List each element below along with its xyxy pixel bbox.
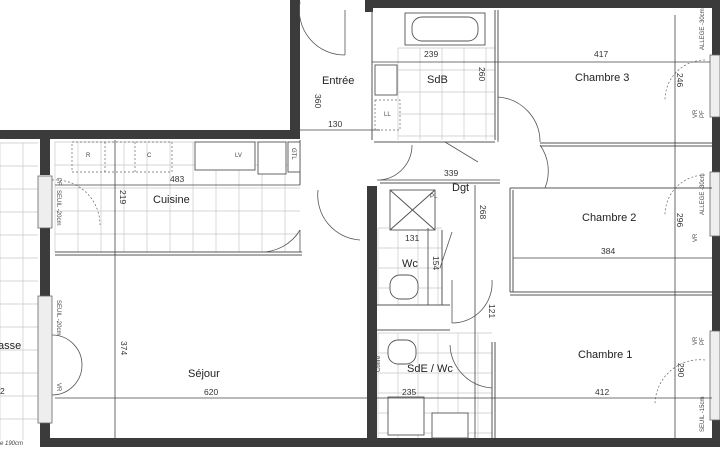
terrasse-note: e 190cm (0, 441, 23, 447)
pf-label-ch3: PF (700, 110, 706, 118)
doors[interactable] (51, 1, 706, 406)
fridge-label: R (86, 153, 91, 159)
cooker-label: C (147, 153, 152, 159)
fixtures (71, 12, 486, 439)
allege-label-ch3: ALLEGE -30cm (700, 8, 706, 50)
dim-entree-length: 360 (313, 94, 323, 108)
dim-chambre2-width: 384 (601, 246, 615, 256)
dim-cuisine-width: 483 (170, 174, 184, 184)
windows (37, 54, 720, 424)
dimension-lines (55, 15, 712, 440)
room-sdb: SdB (427, 74, 448, 86)
dim-chambre2-length: 296 (675, 213, 685, 227)
room-cuisine: Cuisine (153, 194, 190, 206)
dim-sde-width: 235 (402, 387, 416, 397)
room-dgt: Dgt (452, 182, 469, 194)
room-sejour: Séjour (188, 368, 220, 380)
room-wc: Wc (402, 258, 418, 270)
bathroom-tiles (377, 47, 495, 438)
kitchen-tiles (54, 141, 300, 252)
terrasse-value: 2 (0, 386, 5, 396)
allege-label-ch2: ALLEGE -30cm (700, 173, 706, 215)
shower (387, 396, 425, 436)
sde-basin (431, 412, 469, 439)
dim-chambre3-width: 417 (594, 49, 608, 59)
wc-toilet (389, 274, 419, 300)
sde-toilet (387, 339, 417, 365)
pf-label-kitchen: PF (55, 178, 61, 186)
dim-chambre1-width: 412 (595, 387, 609, 397)
fixture-labels: R C LV GTL PL LL Coffre PF SEUIL -20cm S… (55, 8, 706, 432)
sink (194, 141, 256, 171)
panel-label: GTL (290, 148, 296, 160)
vr-label-ch3: VR (693, 109, 699, 118)
dim-dgt-width: 339 (444, 168, 458, 178)
box-label: Coffre (376, 355, 382, 372)
terrace-tiles (0, 140, 40, 445)
vr-label-sejour: VR (55, 383, 61, 392)
dishwasher-label: LV (235, 153, 242, 159)
sill-label-kitchen: SEUIL -20cm (55, 190, 61, 225)
dim-cuisine-length: 219 (118, 190, 128, 204)
room-sde-wc: SdE / Wc (407, 363, 453, 375)
partitions (55, 10, 712, 438)
sill-label-ch1: SEUIL -15cm (700, 397, 706, 432)
room-chambre-3: Chambre 3 (575, 72, 629, 84)
dim-chambre1-length: 290 (676, 363, 686, 377)
room-labels: Entrée 130 360 SdB 239 260 Chambre 3 417… (0, 49, 686, 447)
dim-chambre3-length: 246 (675, 73, 685, 87)
dim-passage: 121 (487, 304, 497, 318)
dim-sejour-width: 620 (204, 387, 218, 397)
washbasin (374, 64, 398, 96)
pf-label-ch1: PF (700, 337, 706, 345)
dim-sejour-length: 374 (119, 341, 129, 355)
cupboard-label: PL (430, 194, 438, 200)
vr-label-ch1: VR (693, 336, 699, 345)
dim-sdb-length: 260 (477, 67, 487, 81)
dim-entree-width: 130 (328, 119, 342, 129)
sill-label-sejour: SEUIL -20cm (55, 300, 61, 335)
dim-wc-length: 154 (431, 256, 441, 270)
washer-label: LL (384, 112, 391, 118)
dim-wc-width: 131 (405, 233, 419, 243)
room-chambre-1: Chambre 1 (578, 349, 632, 361)
room-entree: Entrée (322, 75, 354, 87)
dim-sdb-width: 239 (424, 49, 438, 59)
dim-dgt-length: 268 (478, 205, 488, 219)
vr-label-ch2: VR (693, 233, 699, 242)
room-chambre-2: Chambre 2 (582, 212, 636, 224)
room-terrasse: asse (0, 340, 21, 352)
